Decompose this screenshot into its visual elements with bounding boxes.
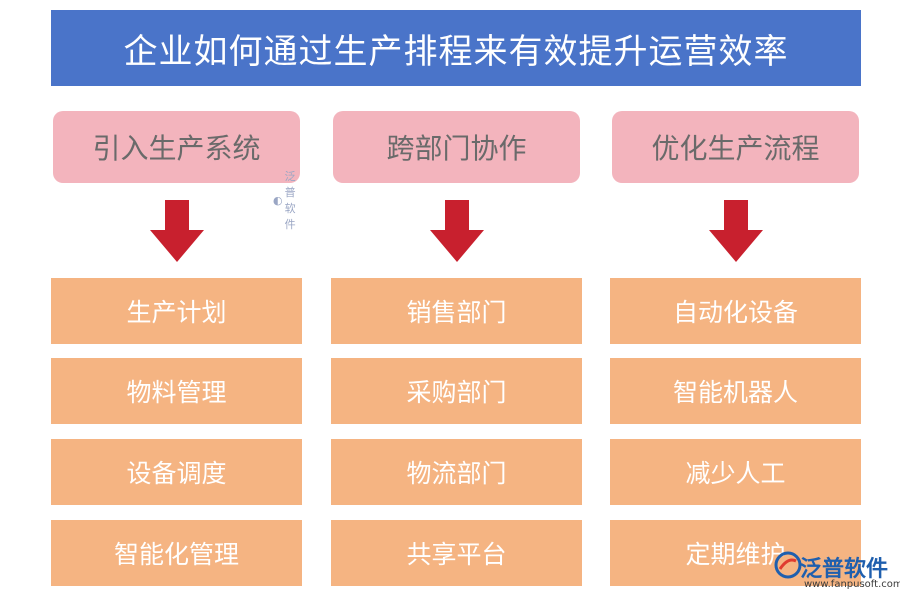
column-header: 优化生产流程 [612,111,859,183]
item-box: 智能化管理 [51,520,302,586]
item-box: 物料管理 [51,358,302,424]
brand-url: www.fanpusoft.com [804,579,900,590]
item-box: 智能机器人 [610,358,861,424]
brand-logo-icon [774,551,802,579]
item-box: 自动化设备 [610,278,861,344]
item-box: 销售部门 [331,278,582,344]
item-box: 减少人工 [610,439,861,505]
watermark-logo-icon: ◐ [273,193,283,207]
item-box: 生产计划 [51,278,302,344]
page-title: 企业如何通过生产排程来有效提升运营效率 [51,10,861,86]
brand-watermark: 泛普软件 www.fanpusoft.com [770,545,900,597]
watermark-small-text: 泛普软件 [284,170,296,231]
item-box: 共享平台 [331,520,582,586]
down-arrow-icon [150,200,204,262]
column-cross-department: 跨部门协作 销售部门 采购部门 物流部门 共享平台 [331,0,582,600]
brand-name: 泛普软件 [800,557,889,582]
item-box: 物流部门 [331,439,582,505]
item-box: 设备调度 [51,439,302,505]
item-box: 定期维护 [610,520,861,586]
column-header: 引入生产系统 [53,111,300,183]
column-header: 跨部门协作 [333,111,580,183]
down-arrow-icon [430,200,484,262]
down-arrow-icon [709,200,763,262]
item-box: 采购部门 [331,358,582,424]
watermark-small: ◐ 泛普软件 [273,168,302,232]
column-introduce-system: 引入生产系统 ◐ 泛普软件 生产计划 物料管理 设备调度 智能化管理 [51,0,302,600]
column-optimize-process: 优化生产流程 自动化设备 智能机器人 减少人工 定期维护 [610,0,861,600]
